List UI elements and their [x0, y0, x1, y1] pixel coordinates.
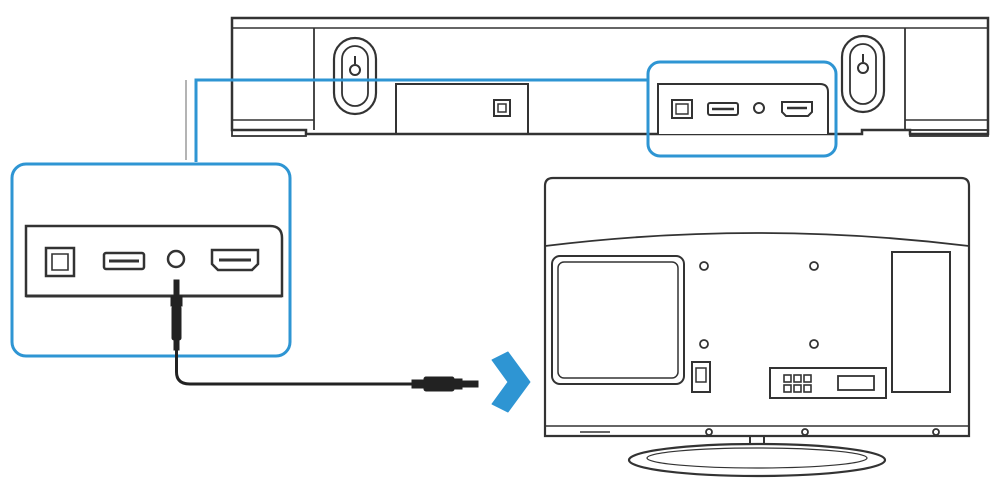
tv-back-panel	[544, 232, 970, 247]
soundbar-foot-left	[231, 129, 307, 137]
aux-plug-tv	[411, 376, 479, 392]
av-inputs-icon	[783, 374, 812, 393]
soundbar-foot-right	[909, 129, 989, 137]
tv-frame	[543, 176, 971, 438]
optical-port-icon	[671, 99, 693, 119]
usb-port-icon	[102, 251, 146, 271]
hdmi-port-icon	[210, 248, 260, 272]
direction-arrow-icon	[491, 351, 531, 413]
keyhole-mount-icon	[332, 36, 378, 116]
zoomed-port-panel	[24, 224, 284, 298]
callout-connector	[194, 78, 648, 162]
tv	[543, 176, 971, 478]
hdmi-input-icon	[837, 375, 875, 391]
soundbar-port-highlight	[646, 60, 838, 158]
soundbar	[230, 16, 990, 137]
keyhole-mount-icon	[840, 34, 886, 114]
tv-stand	[627, 435, 887, 478]
aux-cable	[170, 279, 479, 392]
tv-left-panel	[551, 255, 685, 385]
aux-jack-icon	[166, 249, 186, 269]
soundbar-center-recess	[395, 83, 529, 134]
tv-right-panel	[891, 251, 951, 393]
soundbar-body	[230, 16, 990, 136]
port-highlight-callout	[10, 60, 838, 358]
optical-port-icon	[44, 246, 76, 278]
aux-cable-wire	[175, 350, 412, 386]
power-socket-icon	[493, 99, 511, 117]
zoomed-port-recess	[24, 224, 284, 298]
aux-jack-icon	[753, 102, 765, 114]
usb-port-icon	[707, 102, 739, 116]
zoomed-port-highlight	[10, 162, 292, 358]
tv-mount-holes	[699, 261, 940, 436]
tv-input-panel	[769, 367, 887, 399]
soundbar-port-recess	[657, 83, 829, 134]
aux-plug-soundbar	[170, 279, 183, 351]
tv-aux-out-jack	[691, 361, 711, 393]
hdmi-port-icon	[781, 101, 813, 117]
